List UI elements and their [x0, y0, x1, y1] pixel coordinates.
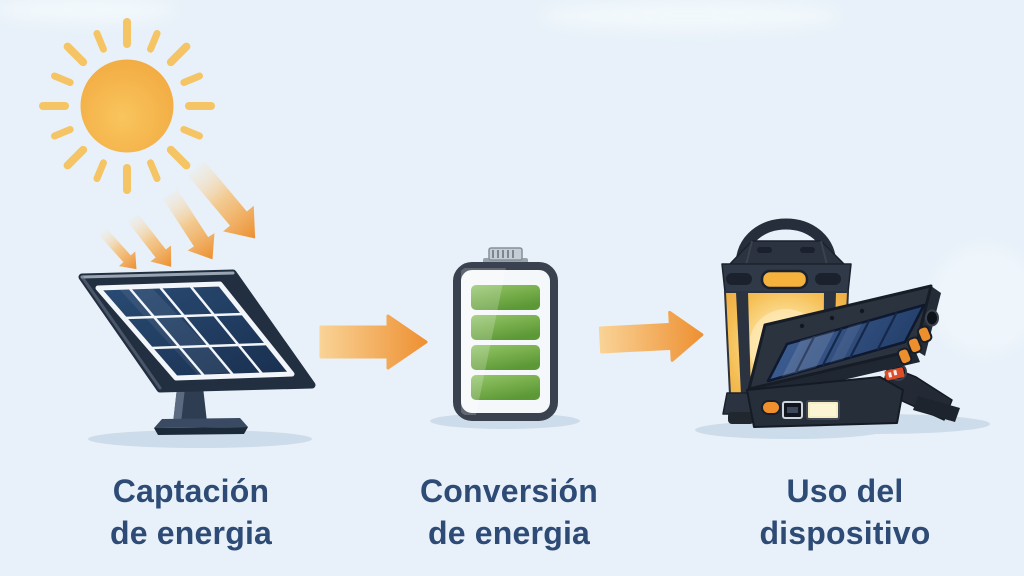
usb-label-chip [884, 367, 905, 381]
panel-sheen [120, 288, 232, 375]
sun-icon [39, 18, 215, 194]
solar-panel-icon [78, 269, 316, 448]
battery-cap [488, 247, 523, 261]
front-orange-button [761, 400, 781, 415]
rim-screws [799, 308, 865, 329]
usb-port [782, 401, 803, 419]
step-label-captacion: Captación de energia [31, 470, 351, 554]
battery-sheen [461, 268, 506, 415]
led-light-panel [806, 400, 840, 420]
step-label-line: dispositivo [759, 515, 931, 551]
sun-disc [80, 59, 174, 153]
battery-bars [471, 285, 540, 400]
step-label-conversion: Conversión de energia [349, 470, 669, 554]
step-label-line: Uso del [786, 473, 904, 509]
panel-stand [154, 387, 248, 435]
power-bank-solar-panel [766, 303, 926, 383]
flashlight-lens [925, 309, 939, 327]
step-label-line: Conversión [419, 473, 599, 509]
sun-rays [39, 18, 215, 194]
sunbeam-arrow [99, 228, 137, 270]
step-label-uso: Uso del dispositivo [685, 470, 1005, 554]
flow-arrow-2 [598, 310, 704, 362]
sunbeam-arrow [127, 213, 172, 267]
lantern-foot [728, 412, 754, 424]
sunbeam-arrows-icon [99, 160, 256, 270]
solar-power-bank-icon [746, 284, 960, 428]
sunbeam-arrow [162, 189, 215, 260]
background-clouds [0, 0, 1024, 355]
solar-panel-dividers [794, 312, 898, 374]
step-label-line: de energia [109, 515, 273, 551]
flow-arrow-1 [319, 314, 428, 370]
step-label-line: de energia [427, 515, 591, 551]
solar-panel-sheen [781, 330, 835, 378]
step-label-line: Captación [112, 473, 270, 509]
lantern-power-button [760, 269, 809, 290]
power-bank-front-face [746, 376, 904, 428]
sunbeam-arrow [187, 160, 256, 239]
lantern-post-left [736, 292, 751, 395]
panel-shadow [88, 430, 312, 448]
battery-icon [430, 247, 580, 429]
panel-grid-lines [123, 284, 269, 378]
